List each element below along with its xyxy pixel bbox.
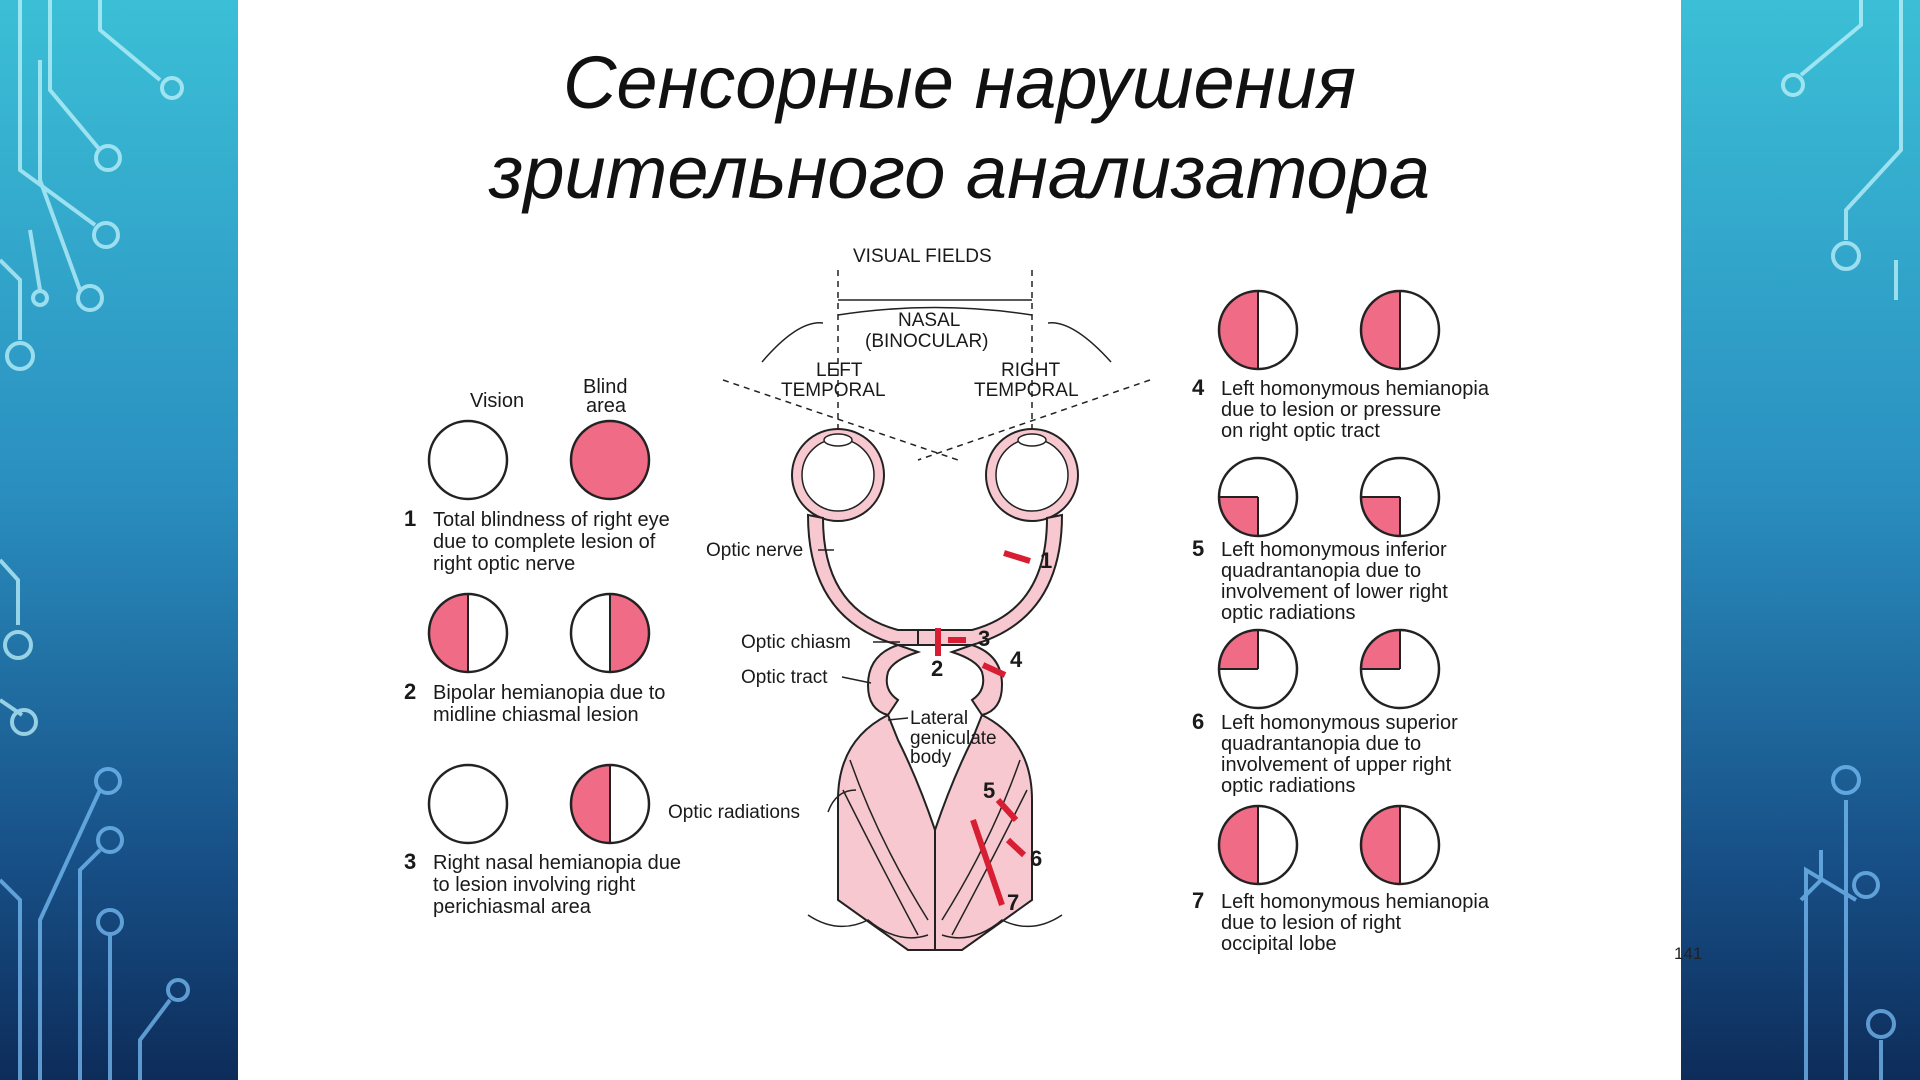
visual-pathway-diagram: Vision Blind area 1 Total blindness of r…: [404, 246, 1490, 955]
blind-area-header-line2: area: [586, 395, 627, 417]
optic-chiasm-label: Optic chiasm: [741, 632, 851, 653]
legend-1-line-1: Total blindness of right eye: [433, 509, 670, 531]
vision-field-4-right: [1359, 289, 1441, 371]
body-label: body: [910, 747, 952, 768]
vision-field-6-right: [1359, 628, 1441, 710]
vision-header: Vision: [470, 390, 524, 412]
legend-number-2: 2: [404, 679, 416, 704]
legend-6-line-4: optic radiations: [1221, 775, 1356, 797]
right-label: RIGHT: [1001, 360, 1061, 381]
legend-3-line-3: perichiasmal area: [433, 896, 592, 918]
legend-number-3: 3: [404, 849, 416, 874]
circuit-decoration-left: [0, 0, 190, 1080]
lesion-number-7: 7: [1007, 890, 1019, 915]
lesion-number-6: 6: [1030, 846, 1042, 871]
visual-pathway: VISUAL FIELDS NASAL (BINOCULAR) LEFT TEM…: [668, 246, 1151, 951]
legend-4-line-1: Left homonymous hemianopia: [1221, 378, 1490, 400]
legend-5-line-2: quadrantanopia due to: [1221, 560, 1421, 582]
title-line-2: зрительного анализатора: [488, 131, 1431, 214]
vision-field-7-right: [1359, 804, 1441, 886]
right-eye: [985, 428, 1079, 522]
slide: Сенсорные нарушения зрительного анализат…: [238, 0, 1702, 1080]
vision-field-2-left: [427, 592, 509, 674]
legend-5-line-1: Left homonymous inferior: [1221, 539, 1447, 561]
vision-field-2-right: [569, 592, 651, 674]
optic-radiations-label: Optic radiations: [668, 802, 800, 823]
lesion-mark-7: [970, 819, 1005, 906]
blind-area-header-line1: Blind: [583, 376, 627, 398]
lesion-number-2: 2: [931, 656, 943, 681]
lesion-number-5: 5: [983, 778, 995, 803]
legend-number-6: 6: [1192, 709, 1204, 734]
lesion-mark-4: [981, 662, 1007, 678]
legend-number-4: 4: [1192, 375, 1205, 400]
legend-7-line-3: occipital lobe: [1221, 933, 1337, 955]
vision-field-3-right: [569, 763, 651, 845]
legend-number-1: 1: [404, 506, 416, 531]
visual-fields-label: VISUAL FIELDS: [853, 246, 992, 267]
lesion-marks: [935, 550, 1031, 906]
legend-6-line-2: quadrantanopia due to: [1221, 733, 1421, 755]
lesion-mark-5: [995, 797, 1019, 823]
left-label: LEFT: [816, 360, 863, 381]
legend-3-line-2: to lesion involving right: [433, 874, 636, 896]
vision-field-1-vision: [427, 419, 509, 501]
legend-7-line-2: due to lesion of right: [1221, 912, 1402, 934]
legend-2-line-2: midline chiasmal lesion: [433, 704, 639, 726]
slide-title: Сенсорные нарушения зрительного анализат…: [238, 38, 1681, 218]
lateral-label: Lateral: [910, 708, 968, 729]
legend-4-line-3: on right optic tract: [1221, 420, 1380, 442]
legend-6-line-1: Left homonymous superior: [1221, 712, 1458, 734]
legend-left: Vision Blind area 1 Total blindness of r…: [404, 376, 681, 918]
vision-field-6-left: [1217, 628, 1299, 710]
left-optic-tract: [866, 643, 922, 717]
legend-3-line-1: Right nasal hemianopia due: [433, 852, 681, 874]
legend-right: 4 Left homonymous hemianopia due to lesi…: [1192, 289, 1490, 955]
right-temporal-label: TEMPORAL: [974, 380, 1079, 401]
circuit-decoration-right: [1781, 0, 1903, 1080]
vision-field-5-left: [1217, 456, 1299, 538]
optic-nerve-label: Optic nerve: [706, 540, 803, 561]
binocular-label: (BINOCULAR): [865, 331, 989, 352]
lesion-number-3: 3: [978, 626, 990, 651]
vision-field-5-right: [1359, 456, 1441, 538]
nasal-label: NASAL: [898, 310, 960, 331]
legend-1-line-2: due to complete lesion of: [433, 531, 656, 553]
legend-4-line-2: due to lesion or pressure: [1221, 399, 1441, 421]
lesion-mark-6: [1005, 837, 1027, 858]
vision-field-1-blind: [569, 419, 651, 501]
legend-6-line-3: involvement of upper right: [1221, 754, 1452, 776]
vision-field-3-left: [427, 763, 509, 845]
legend-number-5: 5: [1192, 536, 1204, 561]
slide-number: 141: [1674, 944, 1703, 963]
geniculate-label: geniculate: [910, 728, 997, 749]
left-optic-nerve: [806, 513, 959, 646]
optic-tract-label: Optic tract: [741, 667, 828, 688]
legend-5-line-3: involvement of lower right: [1221, 581, 1448, 603]
vision-field-7-left: [1217, 804, 1299, 886]
lesion-number-4: 4: [1010, 647, 1023, 672]
right-optic-nerve: [917, 513, 1064, 646]
right-optic-tract: [948, 643, 1004, 717]
left-eye: [791, 428, 885, 522]
vision-field-4-left: [1217, 289, 1299, 371]
legend-5-line-4: optic radiations: [1221, 602, 1356, 624]
legend-number-7: 7: [1192, 888, 1204, 913]
legend-2-line-1: Bipolar hemianopia due to: [433, 682, 665, 704]
lesion-number-1: 1: [1040, 548, 1052, 573]
title-line-1: Сенсорные нарушения: [562, 41, 1357, 124]
lesion-mark-1: [1003, 550, 1031, 564]
legend-7-line-1: Left homonymous hemianopia: [1221, 891, 1490, 913]
legend-1-line-3: right optic nerve: [433, 553, 575, 575]
left-temporal-label: TEMPORAL: [781, 380, 886, 401]
